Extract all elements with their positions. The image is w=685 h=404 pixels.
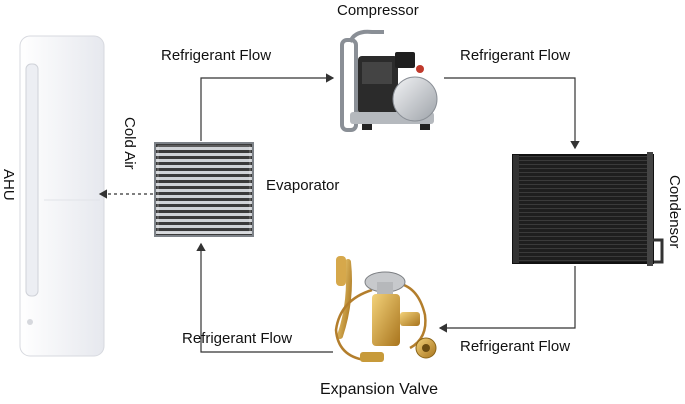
expansion-valve-image xyxy=(334,256,437,362)
evaporator-image xyxy=(154,142,254,237)
label-evaporator: Evaporator xyxy=(266,177,340,194)
label-flow-top-right: Refrigerant Flow xyxy=(460,47,571,64)
arrow-compressor-to-condensor xyxy=(444,77,580,150)
label-cold-air: Cold Air xyxy=(121,117,138,170)
label-flow-bottom-left: Refrigerant Flow xyxy=(182,330,293,347)
label-flow-bottom-right: Refrigerant Flow xyxy=(460,338,571,355)
label-flow-top-left: Refrigerant Flow xyxy=(161,47,272,64)
flow-arrows xyxy=(196,73,580,353)
label-compressor: Compressor xyxy=(337,2,419,19)
label-ahu: AHU xyxy=(0,169,17,201)
label-expansion-valve: Expansion Valve xyxy=(320,381,438,398)
arrow-valve-to-evaporator xyxy=(196,242,333,353)
label-condensor: Condensor xyxy=(666,175,683,249)
arrow-condensor-to-valve xyxy=(438,266,576,333)
arrow-evaporator-to-compressor xyxy=(200,73,335,141)
condensor-image xyxy=(512,152,664,266)
ahu-unit xyxy=(19,35,105,357)
compressor-image xyxy=(340,29,438,132)
